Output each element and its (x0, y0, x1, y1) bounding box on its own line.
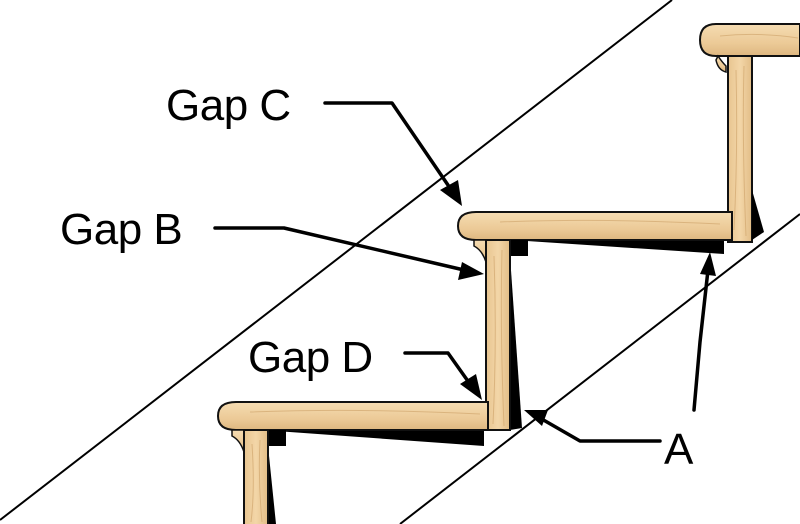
gap-c-leader (323, 101, 452, 190)
a-leader-lower (538, 416, 662, 443)
tread-top (698, 23, 800, 73)
gap-b-arrowhead (458, 262, 484, 280)
gap-c-label: Gap C (166, 81, 291, 130)
stringer-line-lower (399, 213, 800, 524)
riser-middle (485, 239, 522, 431)
gap-d-label: Gap D (248, 333, 373, 382)
a-arrowhead-upper (700, 252, 716, 276)
a-arrowhead-lower (524, 410, 548, 426)
tread-bottom (216, 401, 489, 453)
a-label: A (664, 425, 694, 474)
stringer-line-upper (0, 0, 673, 521)
gap-a-upper (512, 240, 724, 254)
gap-c-arrowhead (440, 180, 462, 206)
tread-middle (456, 211, 733, 263)
riser-bottom (243, 429, 276, 524)
gap-d-arrowhead (460, 374, 482, 400)
gap-d-leader (403, 351, 472, 386)
gap-b-leader (213, 226, 466, 272)
a-leader-upper (692, 268, 710, 412)
wood-grain (249, 33, 799, 523)
gap-b-label: Gap B (60, 205, 182, 254)
gap-a-lower (262, 430, 484, 446)
riser-top (727, 55, 764, 243)
